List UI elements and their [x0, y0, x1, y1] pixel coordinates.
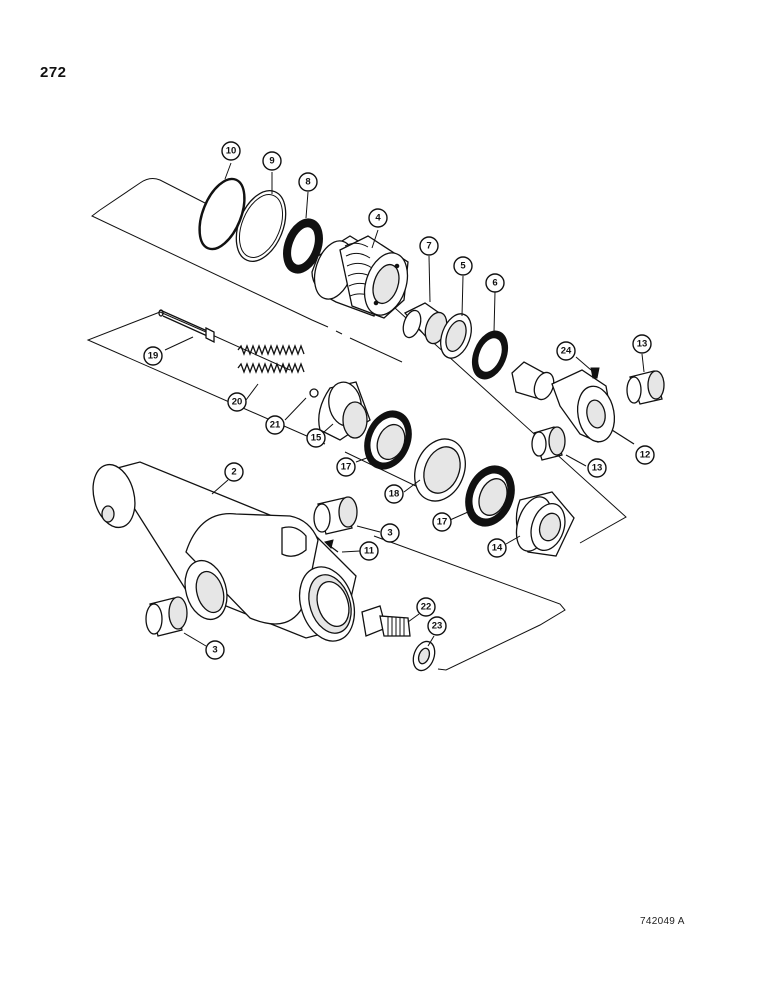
callout-22: 22 — [416, 597, 436, 617]
callout-3-a: 3 — [380, 523, 400, 543]
svg-text:23: 23 — [432, 621, 443, 632]
svg-text:24: 24 — [561, 346, 572, 357]
svg-text:4: 4 — [375, 213, 381, 224]
seal-kit-outline — [86, 307, 627, 544]
callout-17-b: 17 — [432, 512, 452, 532]
part-8-wiper-seal — [283, 191, 323, 274]
figure-code: 742049 A — [640, 916, 685, 927]
svg-text:7: 7 — [426, 241, 431, 252]
callout-18: 18 — [384, 484, 404, 504]
part-9-backup-ring — [235, 172, 287, 262]
svg-text:18: 18 — [389, 489, 400, 500]
part-13-bushing-lower — [531, 426, 587, 467]
svg-text:8: 8 — [305, 177, 310, 188]
part-24-grease-fitting — [575, 356, 600, 379]
svg-text:2: 2 — [231, 467, 236, 478]
callout-8: 8 — [298, 172, 318, 192]
svg-text:17: 17 — [341, 462, 352, 473]
callout-5: 5 — [453, 256, 473, 276]
callout-19: 19 — [143, 346, 163, 366]
part-2-cylinder-tube — [92, 461, 357, 642]
callout-12: 12 — [635, 445, 655, 465]
part-17-piston-seal-a — [355, 410, 412, 470]
part-22-fitting — [361, 605, 420, 637]
part-6-seal — [471, 291, 509, 380]
callout-9: 9 — [262, 151, 282, 171]
part-23-washer — [412, 635, 436, 672]
svg-text:22: 22 — [421, 602, 432, 613]
part-19-pin — [158, 309, 215, 351]
svg-text:10: 10 — [226, 146, 237, 157]
callout-14: 14 — [487, 538, 507, 558]
lower-outline — [373, 535, 566, 671]
part-21-ball — [284, 388, 319, 421]
svg-text:13: 13 — [592, 463, 603, 474]
svg-text:5: 5 — [460, 261, 466, 272]
part-4-cylinder-head — [311, 229, 409, 319]
callout-3-b: 3 — [205, 640, 225, 660]
callout-6: 6 — [485, 273, 505, 293]
svg-text:21: 21 — [270, 420, 281, 431]
part-18-wear-ring — [403, 438, 466, 502]
upper-parts-outline — [91, 178, 403, 363]
svg-text:17: 17 — [437, 517, 448, 528]
callout-13-upper: 13 — [632, 334, 652, 354]
callout-10: 10 — [221, 141, 241, 161]
callout-20: 20 — [227, 392, 247, 412]
svg-text:13: 13 — [637, 339, 648, 350]
svg-text:15: 15 — [311, 433, 322, 444]
part-11-screw — [324, 539, 361, 553]
callout-4: 4 — [368, 208, 388, 228]
part-3-bushing-a — [313, 496, 381, 535]
callout-17-a: 17 — [336, 457, 356, 477]
part-5-seal — [440, 275, 472, 359]
svg-text:11: 11 — [364, 546, 375, 557]
svg-text:20: 20 — [232, 397, 243, 408]
svg-text:3: 3 — [212, 645, 217, 656]
callout-2: 2 — [224, 462, 244, 482]
part-14-piston-nut — [505, 491, 575, 557]
part-10-o-ring — [198, 162, 246, 251]
part-3-bushing-b — [145, 596, 207, 647]
part-20-spring — [237, 344, 305, 401]
callout-11: 11 — [359, 541, 379, 561]
part-12-rod-eye — [511, 361, 635, 445]
part-17-piston-seal-b — [449, 465, 515, 527]
part-13-bushing-upper — [626, 353, 665, 405]
callout-23: 23 — [427, 616, 447, 636]
callout-24: 24 — [556, 341, 576, 361]
callout-21: 21 — [265, 415, 285, 435]
svg-text:12: 12 — [640, 450, 651, 461]
page-number: 272 — [40, 64, 67, 81]
svg-text:6: 6 — [492, 278, 497, 289]
callout-7: 7 — [419, 236, 439, 256]
svg-text:19: 19 — [148, 351, 159, 362]
svg-text:3: 3 — [387, 528, 392, 539]
callout-13-lower: 13 — [587, 458, 607, 478]
part-15-piston — [318, 381, 371, 441]
callout-15: 15 — [306, 428, 326, 448]
svg-text:9: 9 — [269, 156, 274, 167]
svg-text:14: 14 — [492, 543, 503, 554]
